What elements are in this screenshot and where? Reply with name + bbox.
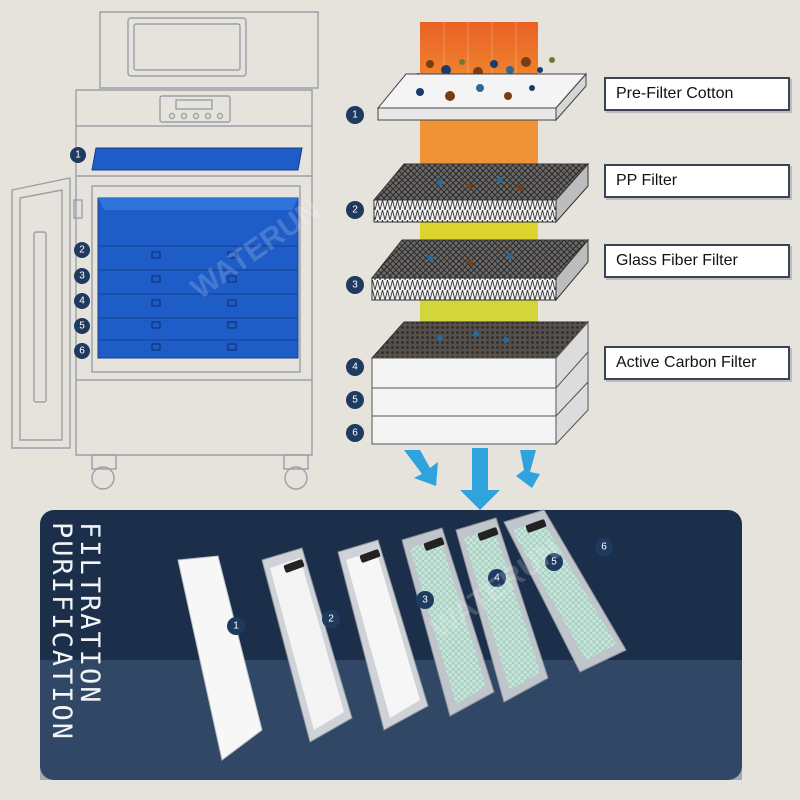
title-purification: PURIFICATION <box>46 522 77 742</box>
cabinet-filter-1 <box>91 147 303 171</box>
layer-badge-6-text: 6 <box>352 428 358 439</box>
layer-badge-5-text: 5 <box>352 395 358 406</box>
layer-badge-4-text: 4 <box>352 362 358 373</box>
cabinet-badge-2-text: 2 <box>79 245 85 256</box>
panel-badge-4 <box>488 569 506 587</box>
panel-badge-5-text: 5 <box>551 557 557 568</box>
panel-badge-1-text: 1 <box>233 621 239 632</box>
layer-badge-6 <box>346 424 364 442</box>
clean-air-arrows <box>404 448 540 510</box>
cabinet-badge-1 <box>70 147 86 163</box>
label-pre-filter: Pre-Filter Cotton <box>604 77 790 111</box>
label-pre-filter-text: Pre-Filter Cotton <box>616 85 734 102</box>
panel-badge-3-text: 3 <box>422 595 428 606</box>
panel-badge-3 <box>416 591 434 609</box>
airflow-yellow-2 <box>420 296 538 324</box>
layer-badges: 1 2 3 4 5 6 <box>346 106 364 442</box>
filter-panel-5 <box>455 517 549 703</box>
filter-panel-1 <box>177 555 263 761</box>
label-glass-fiber: Glass Fiber Filter <box>604 244 790 278</box>
layer-badge-2 <box>346 201 364 219</box>
cabinet-badge-3-text: 3 <box>79 271 85 282</box>
layer-badge-2-text: 2 <box>352 205 358 216</box>
filter-panel-4 <box>401 527 495 717</box>
layer-badge-5 <box>346 391 364 409</box>
layer-badge-3-text: 3 <box>352 280 358 291</box>
title-filtration: FILTRATION <box>74 522 105 705</box>
panel-badge-6 <box>595 538 613 556</box>
panel-badge-2-text: 2 <box>328 614 334 625</box>
label-glass-fiber-text: Glass Fiber Filter <box>616 252 738 269</box>
cabinet-badges: 1 2 3 4 5 6 <box>70 147 90 359</box>
layer-badge-1-text: 1 <box>352 110 358 121</box>
panel-badge-1 <box>227 617 245 635</box>
cabinet-badge-5-text: 5 <box>79 321 85 332</box>
label-pp-filter: PP Filter <box>604 164 790 198</box>
layer-glass-fiber <box>370 238 590 302</box>
cabinet-badge-6 <box>74 343 90 359</box>
label-pp-filter-text: PP Filter <box>616 172 678 189</box>
cabinet-badge-2 <box>74 242 90 258</box>
cabinet-badge-4-text: 4 <box>79 296 85 307</box>
filter-panel-6 <box>503 509 627 673</box>
layer-active-carbon <box>370 320 590 446</box>
panel-badge-5 <box>545 553 563 571</box>
cabinet-badge-4 <box>74 293 90 309</box>
layer-pre-filter <box>376 72 588 122</box>
cabinet-drawing <box>11 11 319 490</box>
filter-panel-3 <box>337 539 429 731</box>
panel-badges: 1 2 3 4 5 6 <box>227 538 613 635</box>
label-active-carbon-text: Active Carbon Filter <box>616 354 757 371</box>
cabinet-badge-1-text: 1 <box>75 150 81 161</box>
filter-panel-2 <box>261 547 353 743</box>
airflow-orange-mid <box>420 120 538 172</box>
panel-badge-2 <box>322 610 340 628</box>
cabinet-badge-6-text: 6 <box>79 346 85 357</box>
label-active-carbon: Active Carbon Filter <box>604 346 790 380</box>
panel-badge-6-text: 6 <box>601 542 607 553</box>
layer-badge-3 <box>346 276 364 294</box>
layer-badge-4 <box>346 358 364 376</box>
cabinet-badge-5 <box>74 318 90 334</box>
panel-badge-4-text: 4 <box>494 573 500 584</box>
cabinet-filter-stack <box>97 197 299 359</box>
layer-badge-1 <box>346 106 364 124</box>
layer-pp-filter <box>372 162 590 224</box>
cabinet-badge-3 <box>74 268 90 284</box>
